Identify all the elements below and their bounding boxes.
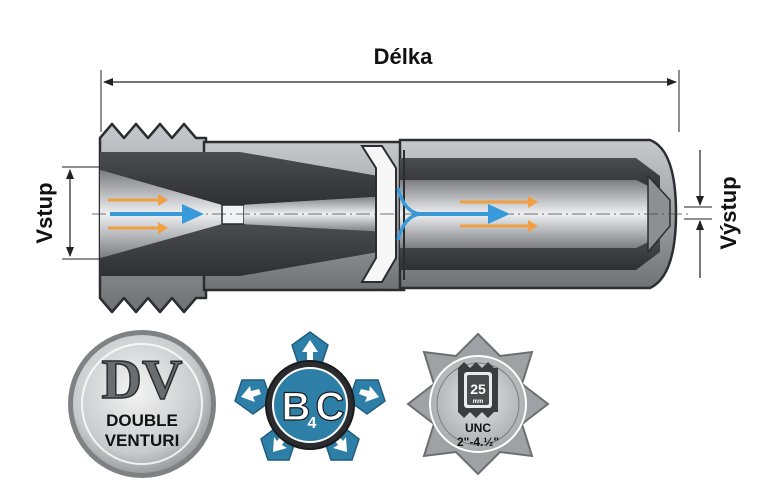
flow-arrow-icon — [108, 194, 168, 234]
length-label: Délka — [374, 44, 433, 69]
flow-arrows — [108, 187, 538, 241]
inlet-dimension: Vstup — [32, 166, 112, 260]
nozzle-body — [92, 122, 690, 314]
flow-arrow-icon — [396, 187, 421, 241]
outlet-dimension: Výstup — [684, 150, 741, 278]
throat — [221, 204, 245, 225]
outlet-wall-bottom — [400, 236, 660, 270]
flow-arrow-icon — [110, 204, 204, 224]
up-arrow-icon — [359, 386, 379, 402]
flow-arrow-icon — [418, 204, 510, 224]
unc-size-value: 25 — [470, 381, 486, 397]
dv-badge: DV DOUBLE VENTURI — [68, 330, 216, 478]
dv-line2: VENTURI — [105, 431, 180, 450]
dv-line1: DOUBLE — [106, 411, 178, 430]
unc-size-unit: mm — [473, 399, 484, 405]
up-arrow-icon — [241, 386, 261, 402]
inlet-cone-bottom — [100, 224, 390, 276]
thread-icon — [458, 362, 498, 418]
b4c-badge: B 4 C — [234, 331, 386, 474]
inlet-cone-top — [100, 152, 390, 205]
venturi-gap — [360, 145, 397, 283]
length-dimension: Délka — [100, 44, 680, 132]
b4c-text-c: C — [316, 385, 345, 429]
unc-range-label: 2"-4.½" — [457, 435, 499, 449]
unc-badge: 25 mm UNC 2"-4.½" — [406, 332, 550, 476]
b4c-text-sub: 4 — [308, 415, 317, 432]
outlet-tip — [647, 174, 671, 255]
inlet-label: Vstup — [32, 182, 57, 243]
unc-thread-label: UNC — [465, 421, 491, 435]
outlet-wall-top — [400, 158, 660, 192]
outlet-label: Výstup — [716, 176, 741, 249]
up-arrow-icon — [302, 340, 318, 360]
b4c-text-b: B — [282, 385, 311, 429]
flow-arrow-icon — [460, 196, 538, 232]
dv-big-text: DV — [102, 349, 183, 411]
